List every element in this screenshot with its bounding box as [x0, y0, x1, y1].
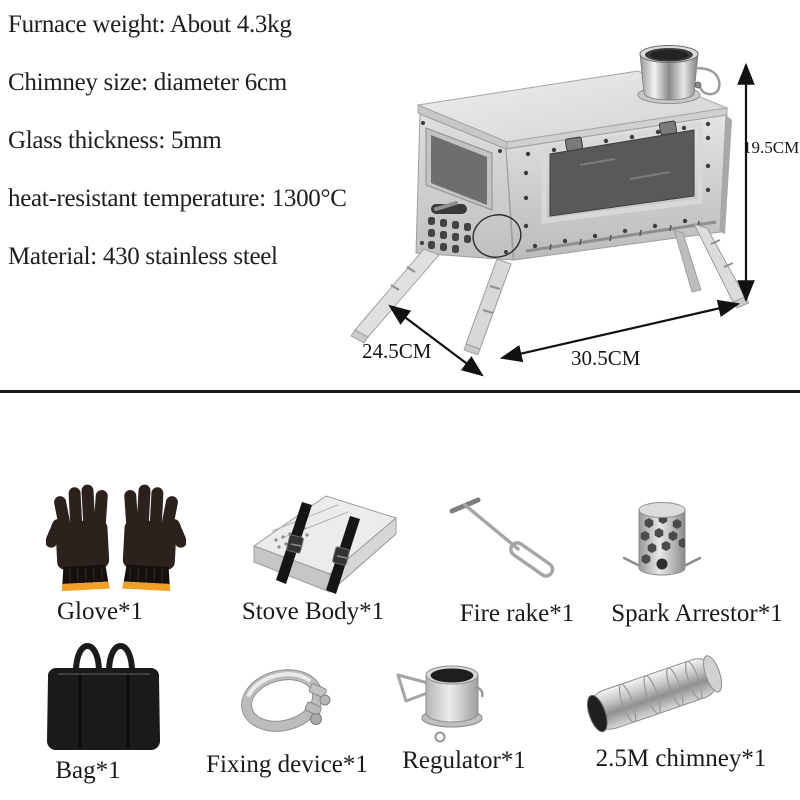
- fire-rake-icon: [449, 497, 555, 578]
- glove-label: Glove*1: [56, 598, 144, 625]
- spark-arrestor-label: Spark Arrestor*1: [611, 600, 783, 627]
- dimension-height-label: 19.5CM: [743, 138, 800, 157]
- folded-stove-body-icon: [252, 495, 398, 594]
- dimension-width-label: 30.5CM: [571, 346, 641, 370]
- dimension-depth-label: 24.5CM: [362, 339, 432, 363]
- regulator-label: Regulator*1: [402, 747, 526, 774]
- chimney-label: 2.5M chimney*1: [595, 745, 767, 772]
- damper-regulator-icon: [396, 665, 484, 743]
- spec-chimney-size: Chimney size: diameter 6cm: [8, 69, 287, 96]
- stove-body-label: Stove Body*1: [241, 598, 385, 625]
- spec-glass-thickness: Glass thickness: 5mm: [8, 127, 222, 154]
- chimney-pipe-icon: [586, 655, 723, 733]
- bag-label: Bag*1: [55, 757, 121, 784]
- spec-material: Material: 430 stainless steel: [8, 243, 278, 270]
- pipe-clamp-icon: [241, 669, 331, 732]
- section-divider: [0, 390, 800, 393]
- gloves-icon: [46, 484, 186, 592]
- fixing-device-label: Fixing device*1: [206, 751, 368, 778]
- spec-furnace-weight: Furnace weight: About 4.3kg: [8, 11, 292, 38]
- spec-heat-resistance: heat-resistant temperature: 1300°C: [8, 185, 347, 212]
- fire-rake-label: Fire rake*1: [459, 600, 575, 627]
- carry-bag-icon: [47, 643, 160, 750]
- stove-product-image: [350, 45, 755, 377]
- spark-arrestor-icon: [622, 502, 702, 576]
- dimension-arrows: [388, 62, 755, 377]
